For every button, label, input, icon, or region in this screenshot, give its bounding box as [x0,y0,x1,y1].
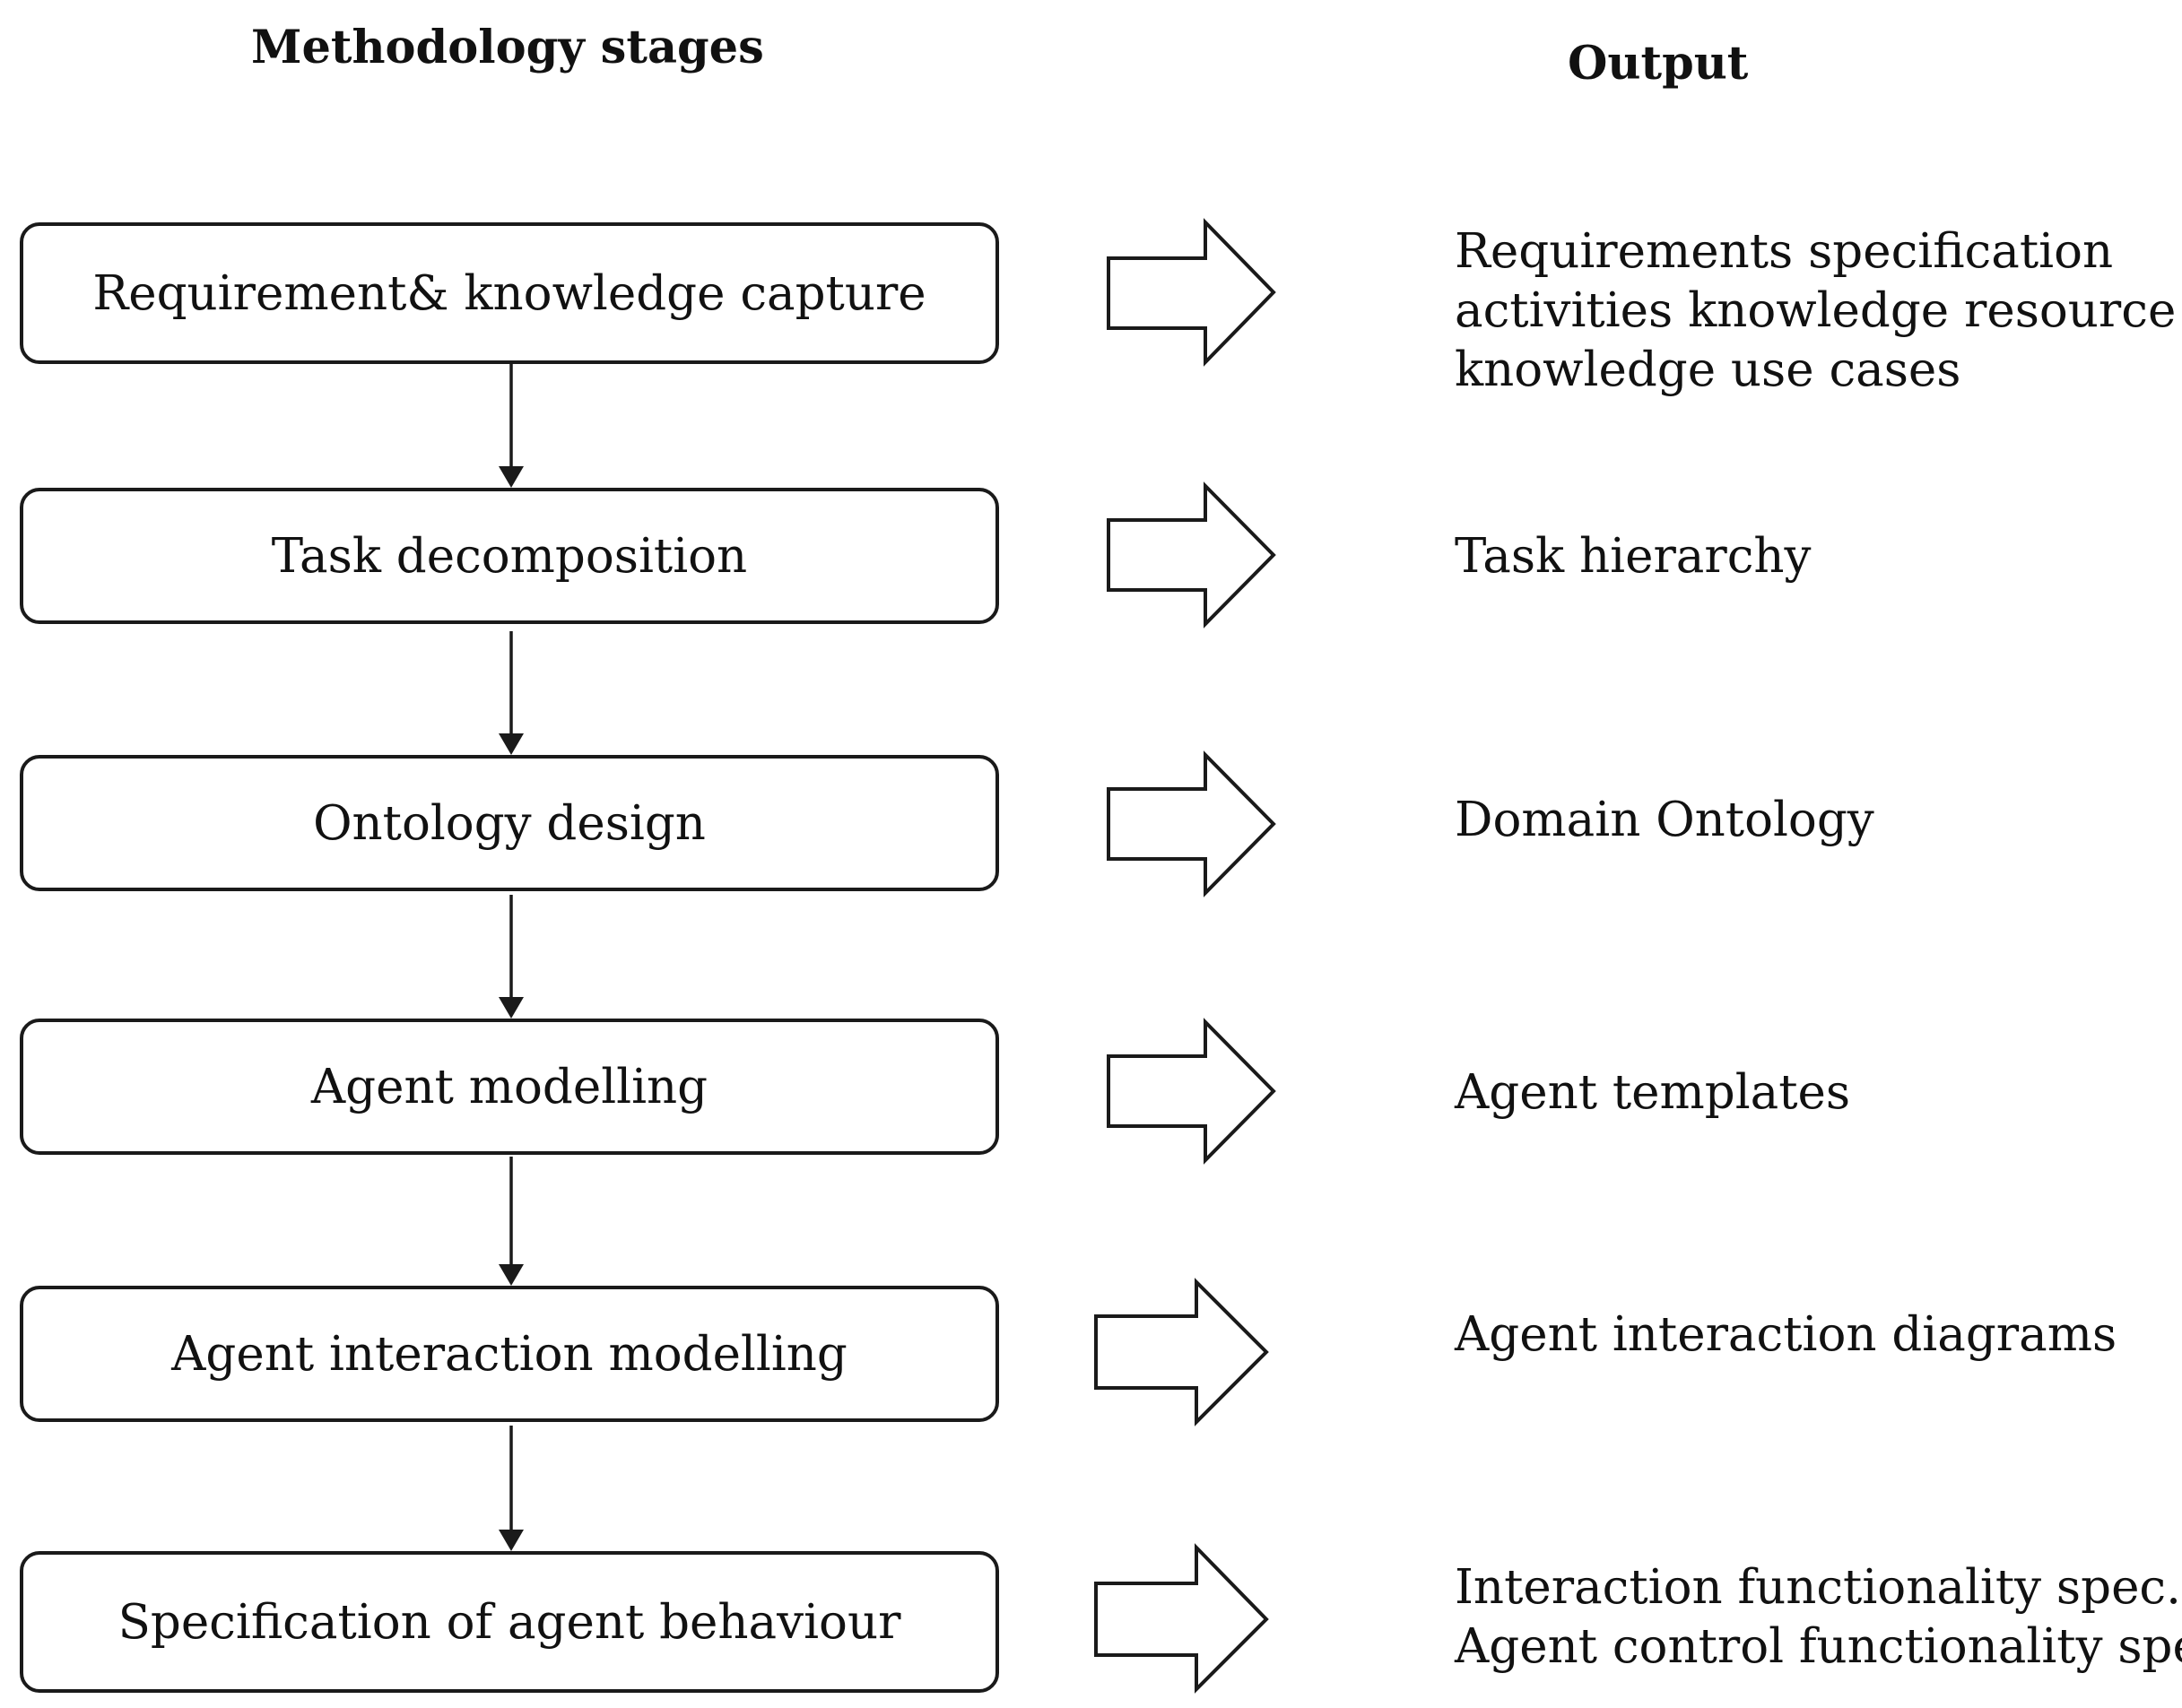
output-line: Agent templates [1455,1065,1851,1120]
output-agent-modelling: Agent templates [1455,1063,1850,1123]
stage-label: Agent interaction modelling [171,1326,848,1382]
output-ontology-design: Domain Ontology [1455,791,1874,850]
output-line: Domain Ontology [1455,793,1874,847]
stage-label: Ontology design [313,795,706,851]
flow-arrow-3 [499,895,524,1019]
output-specification-of-agent-behaviour: Interaction functionality spec. Agent co… [1455,1558,2182,1677]
stage-agent-modelling: Agent modelling [20,1019,999,1155]
output-arrow-2 [1107,481,1276,629]
output-arrow-5 [1094,1278,1269,1426]
output-arrow-3 [1107,750,1276,897]
flow-arrow-4 [499,1157,524,1286]
stage-task-decomposition: Task decomposition [20,488,999,624]
output-line: Interaction functionality spec. [1455,1560,2181,1615]
output-requirement-knowledge-capture: Requirements specification activities kn… [1455,222,2176,400]
output-line: activities knowledge resource [1455,283,2177,338]
stage-label: Agent modelling [310,1059,708,1114]
output-arrow-1 [1107,218,1276,367]
flow-arrow-2 [499,631,524,755]
methodology-stages-header: Methodology stages [251,21,764,74]
flow-arrow-5 [499,1426,524,1551]
stage-requirement-knowledge-capture: Requirement& knowledge capture [20,222,999,364]
output-arrow-6 [1094,1543,1269,1694]
stage-ontology-design: Ontology design [20,755,999,891]
stage-label: Task decomposition [271,528,748,584]
output-agent-interaction-modelling: Agent interaction diagrams [1455,1305,2117,1365]
output-line: knowledge use cases [1455,342,1961,397]
output-line: Agent interaction diagrams [1455,1307,2117,1362]
output-line: Requirements specification [1455,224,2114,279]
output-task-decomposition: Task hierarchy [1455,527,1811,586]
output-arrow-4 [1107,1018,1276,1165]
flow-arrow-1 [499,364,524,488]
stage-agent-interaction-modelling: Agent interaction modelling [20,1286,999,1422]
output-line: Agent control functionality spec. [1455,1619,2182,1674]
stage-label: Requirement& knowledge capture [92,265,926,321]
output-header: Output [1568,37,1749,91]
stage-specification-of-agent-behaviour: Specification of agent behaviour [20,1551,999,1693]
stage-label: Specification of agent behaviour [117,1594,901,1650]
output-line: Task hierarchy [1455,529,1812,584]
